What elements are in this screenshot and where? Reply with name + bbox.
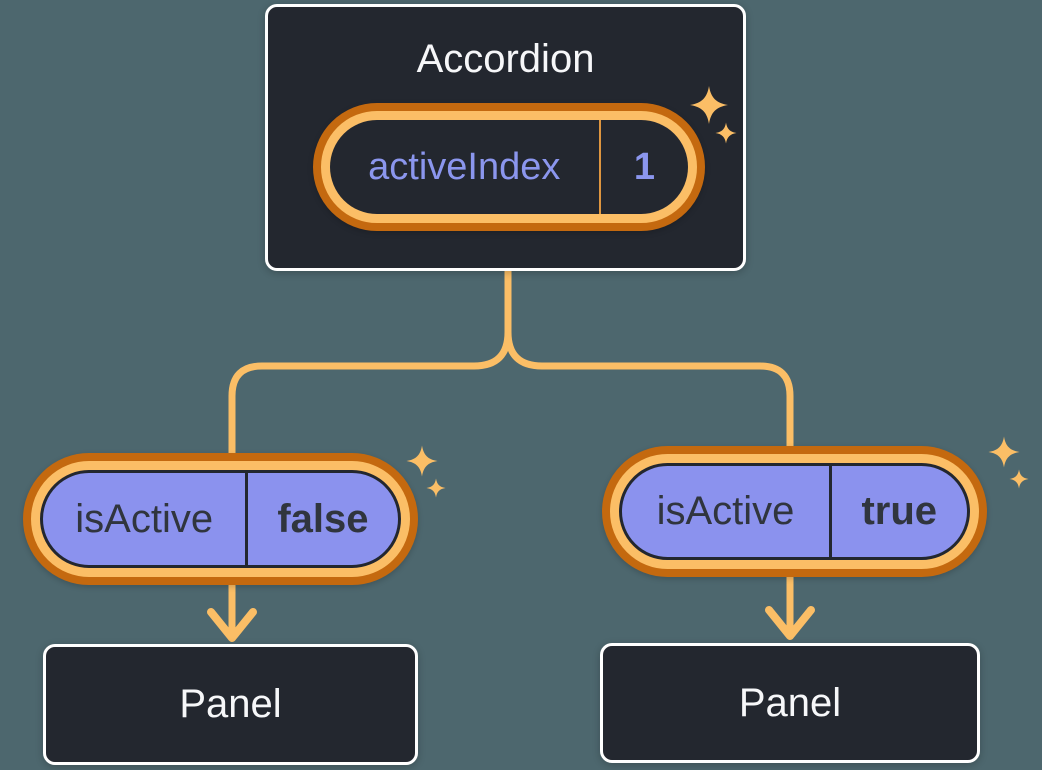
pill-divider [598, 120, 601, 214]
panel-left-label: Panel [179, 682, 282, 726]
is-active-pill-right: isActive true [602, 446, 987, 577]
active-index-pill-body: activeIndex 1 [330, 120, 688, 214]
is-active-label-right: isActive [656, 489, 795, 533]
is-active-pill-left: isActive false [23, 453, 418, 585]
panel-right-label: Panel [738, 680, 842, 725]
active-index-label: activeIndex [368, 145, 561, 188]
accordion-title: Accordion [416, 37, 595, 81]
is-active-label-left: isActive [75, 496, 214, 541]
active-index-value: 1 [633, 145, 656, 188]
is-active-value-left: false [277, 496, 369, 541]
pill-divider [245, 473, 248, 565]
pill-divider [829, 466, 832, 557]
is-active-pill-right-body: isActive true [619, 463, 970, 560]
connector-right-branch [504, 267, 794, 633]
is-active-pill-left-body: isActive false [40, 470, 401, 568]
active-index-pill: activeIndex 1 [313, 103, 705, 231]
is-active-value-right: true [861, 489, 938, 533]
panel-left: Panel [43, 644, 418, 765]
arrow-down-left-icon [207, 608, 257, 642]
panel-right: Panel [600, 643, 980, 763]
arrow-down-right-icon [765, 606, 815, 640]
